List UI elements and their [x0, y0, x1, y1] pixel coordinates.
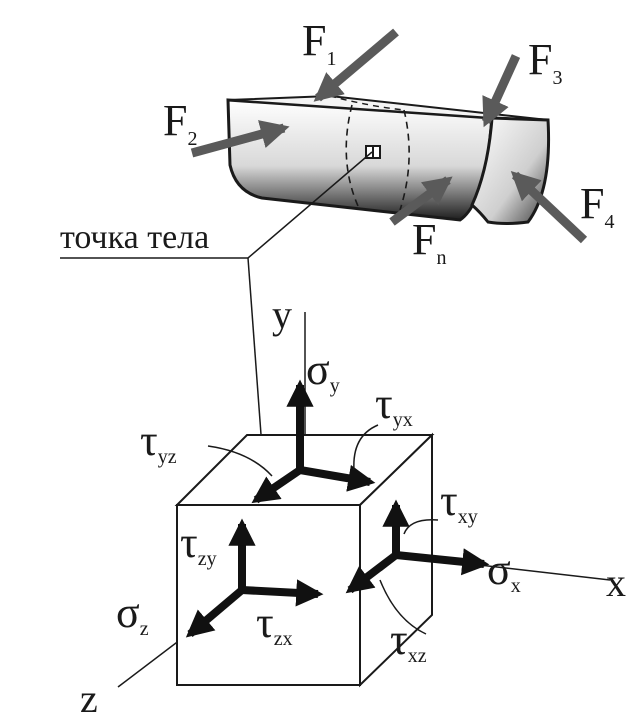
stress-arrow-sigma-z	[185, 586, 245, 638]
stress-label-sigma-x: σx	[487, 545, 521, 597]
stress-arrow-sigma-x	[395, 548, 490, 576]
stress-label-tau-yz: τyz	[140, 416, 177, 468]
stress-label-sigma-y: σy	[306, 345, 340, 397]
force-arrows	[190, 28, 588, 244]
point-caption: точка тела	[60, 219, 209, 256]
force-label-f2: F2	[163, 96, 197, 150]
force-arrow-f2	[190, 120, 290, 158]
force-arrow-f1	[313, 28, 399, 102]
leader-tau-xy	[403, 519, 439, 535]
stress-arrow-tau-xz	[345, 551, 399, 594]
axis-label-y: y	[272, 292, 292, 337]
stress-label-tau-zy: τzy	[180, 518, 217, 570]
force-arrow-fn	[389, 176, 453, 226]
stress-arrow-tau-zx	[241, 579, 324, 607]
body-shape	[226, 98, 494, 222]
stress-label-tau-xz: τxz	[390, 615, 427, 667]
force-label-f3: F3	[528, 35, 562, 89]
body-section-line	[345, 104, 359, 207]
stress-arrow-tau-yz	[251, 466, 303, 504]
force-label-fn: Fn	[412, 215, 446, 269]
leader-tau-xz	[379, 579, 427, 635]
stress-leaders	[207, 424, 439, 635]
force-arrow-f4	[510, 171, 588, 244]
axis-label-z: z	[80, 676, 98, 721]
stress-label-tau-yx: τyx	[375, 379, 413, 431]
stress-arrows	[185, 379, 490, 638]
leader-tau-yz	[207, 445, 273, 477]
stress-label-tau-xy: τxy	[440, 476, 478, 528]
force-arrow-f3	[481, 54, 521, 128]
stress-arrow-tau-yx	[299, 464, 376, 492]
loaded-body	[226, 94, 551, 225]
force-label-f1: F1	[302, 16, 336, 70]
body-section-line	[329, 95, 405, 111]
axis-label-x: x	[606, 560, 626, 605]
stress-label-tau-zx: τzx	[256, 598, 293, 650]
caption-leader-drop	[247, 257, 263, 449]
force-label-f4: F4	[580, 179, 614, 233]
stress-label-sigma-z: σz	[116, 588, 149, 640]
body-section-line	[399, 109, 410, 211]
leader-tau-yx	[353, 424, 379, 471]
